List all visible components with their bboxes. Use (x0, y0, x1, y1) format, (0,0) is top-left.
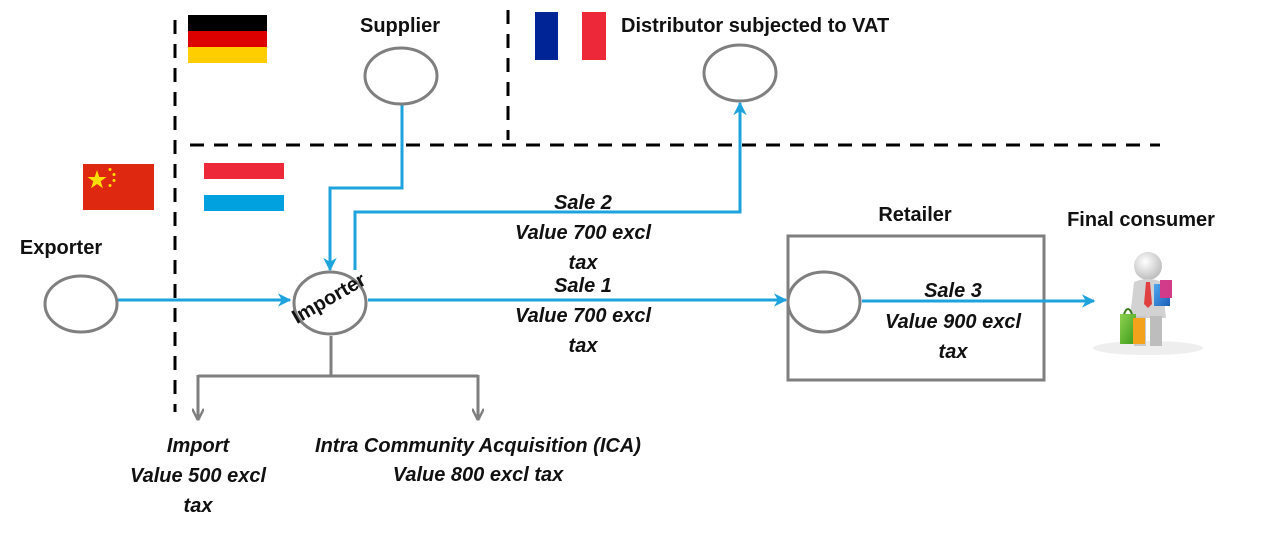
sale1-title: Sale 1 (554, 275, 612, 297)
luxembourg-flag (204, 163, 284, 211)
final-consumer-label: Final consumer (1067, 209, 1215, 231)
distributor-label: Distributor subjected to VAT (621, 15, 889, 37)
supplier-label: Supplier (360, 15, 440, 37)
importer-node (292, 270, 368, 336)
sale2-tax: tax (569, 252, 599, 274)
france-flag (535, 12, 606, 60)
retailer-node (786, 270, 862, 334)
shopper-figure-icon (1093, 252, 1203, 355)
sale3-tax: tax (939, 341, 969, 363)
supplier-node (363, 46, 439, 106)
sale2-arrow (353, 101, 747, 270)
ica-value: Value 800 excl tax (393, 464, 564, 486)
exporter-node (43, 274, 119, 334)
germany-flag (188, 15, 267, 63)
sale1-tax: tax (569, 335, 599, 357)
sale2-value: Value 700 excl (515, 222, 651, 244)
exporter-label: Exporter (20, 237, 102, 259)
import-value: Value 500 excl (130, 465, 266, 487)
import-title: Import (167, 435, 231, 457)
distributor-node (702, 43, 778, 103)
retailer-label: Retailer (878, 204, 952, 226)
import-tax: tax (184, 495, 214, 517)
ica-title: Intra Community Acquisition (ICA) (315, 435, 641, 457)
sale1-value: Value 700 excl (515, 305, 651, 327)
sale2-title: Sale 2 (554, 192, 612, 214)
importer-branch-line (198, 336, 478, 378)
supplier-to-importer-arrow (323, 104, 404, 272)
sale3-value: Value 900 excl (885, 311, 1021, 333)
china-flag (83, 164, 154, 210)
sale3-title: Sale 3 (924, 280, 982, 302)
